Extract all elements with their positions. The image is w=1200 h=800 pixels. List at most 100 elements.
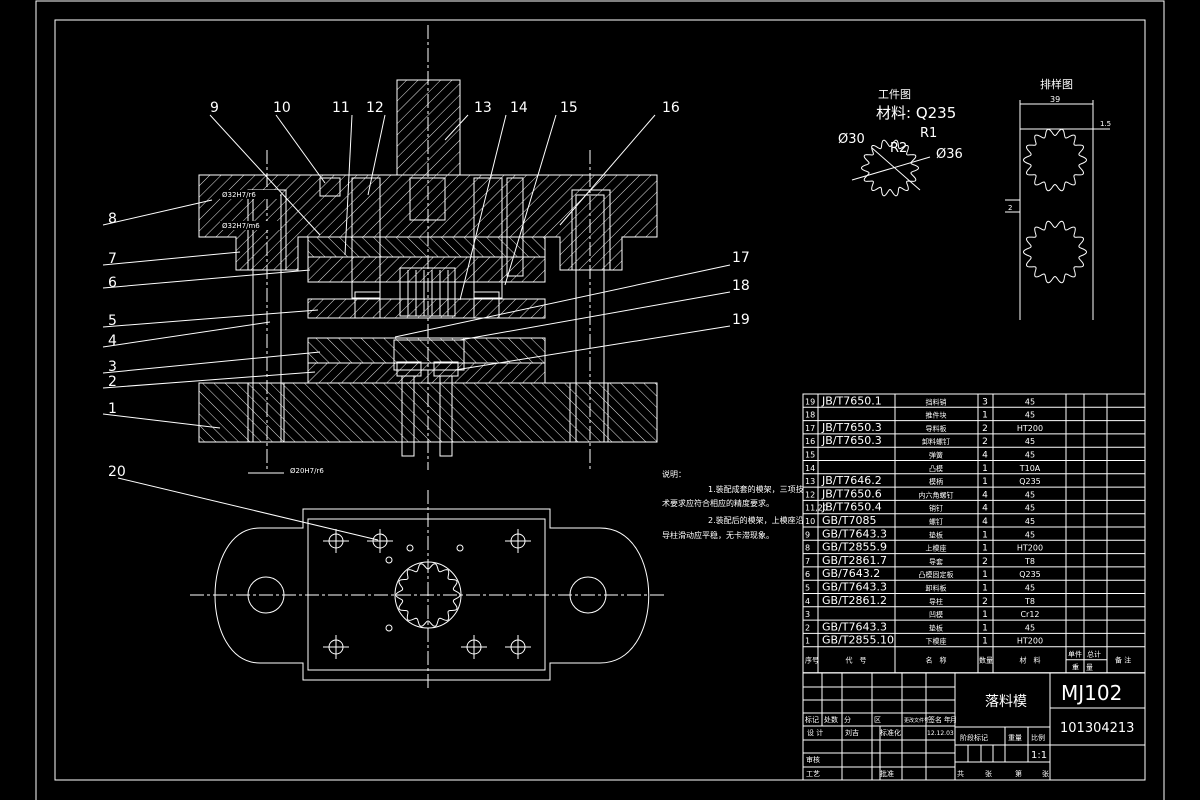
drawing-number: MJ102 bbox=[1061, 681, 1122, 705]
bom-header-no: 序号 bbox=[805, 656, 819, 665]
upper-die-base bbox=[198, 174, 658, 271]
bom-header-weight: 重 量 bbox=[1072, 664, 1093, 672]
bom-no: 2 bbox=[805, 623, 810, 632]
bom-qty: 4 bbox=[982, 490, 988, 500]
balloon: 13 bbox=[474, 100, 492, 116]
bom-header-code: 代 号 bbox=[846, 656, 867, 665]
plan-view bbox=[190, 490, 665, 690]
bom-qty: 1 bbox=[982, 623, 988, 633]
bom-name: 推件块 bbox=[926, 411, 947, 420]
strip-blank bbox=[1022, 220, 1088, 284]
balloon: 12 bbox=[366, 100, 384, 116]
design-label: 设 计 bbox=[807, 728, 823, 737]
bom-code: GB/T7643.3 bbox=[822, 527, 887, 540]
bom-code: GB/T2855.9 bbox=[822, 541, 887, 554]
die-backing bbox=[307, 362, 546, 384]
bom-qty: 1 bbox=[982, 637, 988, 647]
bom-header-qty: 数量 bbox=[979, 656, 993, 665]
bom-name: 导套 bbox=[929, 557, 943, 566]
stage-label: 阶段标记 bbox=[960, 733, 988, 742]
bom-qty: 2 bbox=[982, 437, 988, 447]
bom-mat: 45 bbox=[1025, 623, 1035, 632]
pin-hole bbox=[456, 544, 464, 552]
bom-no: 1 bbox=[805, 637, 810, 646]
balloon: 10 bbox=[273, 100, 291, 116]
bom-name: 销钉 bbox=[929, 504, 943, 513]
bom-code: GB/T7643.3 bbox=[822, 620, 887, 633]
note-1b: 术要求应符合相应的精度要求。 bbox=[662, 498, 774, 508]
rev-header: 分 bbox=[844, 715, 851, 724]
bom-code: GB/T7085 bbox=[822, 514, 877, 527]
bom-header-mat: 材 料 bbox=[1020, 656, 1041, 665]
bom-mat: 45 bbox=[1025, 504, 1035, 513]
scale-value: 1:1 bbox=[1031, 750, 1047, 761]
dim-gap: 1.5 bbox=[1100, 120, 1111, 128]
bom-name: 弹簧 bbox=[929, 451, 943, 460]
bom-mat: 45 bbox=[1025, 451, 1035, 460]
bom-mat: 45 bbox=[1025, 397, 1035, 406]
designer-name: 刘吉 bbox=[845, 728, 859, 737]
bom-no: 9 bbox=[805, 530, 810, 539]
lower-die-base bbox=[198, 382, 658, 443]
shank bbox=[396, 79, 461, 176]
leader-lines bbox=[102, 114, 731, 541]
outer-frame bbox=[35, 0, 1165, 800]
balloon: 8 bbox=[108, 211, 117, 227]
sheet-label: 张 bbox=[985, 769, 992, 778]
rev-header: 标记 bbox=[805, 715, 819, 724]
bom-header-name: 名 称 bbox=[926, 656, 947, 665]
scale-label: 比例 bbox=[1031, 733, 1045, 742]
bom-no: 6 bbox=[805, 570, 810, 579]
sheet-label: 第 bbox=[1015, 769, 1022, 778]
balloon: 17 bbox=[732, 250, 750, 266]
balloon: 16 bbox=[662, 100, 680, 116]
dim-d30: Ø30 bbox=[838, 132, 865, 147]
bom-qty: 1 bbox=[982, 584, 988, 594]
balloon: 19 bbox=[732, 312, 750, 328]
bom-name: 卸料板 bbox=[926, 584, 947, 593]
bom-name: 内六角螺钉 bbox=[919, 490, 954, 499]
bom-no: 11,20 bbox=[805, 504, 828, 513]
note-2b: 导柱滑动应平稳，无卡滞现象。 bbox=[662, 530, 774, 540]
stripper-plate bbox=[307, 298, 546, 319]
bom-code: GB/T7643.3 bbox=[822, 581, 887, 594]
fit-label: Ø32H7/r6 bbox=[222, 191, 256, 199]
bom-qty: 2 bbox=[982, 557, 988, 567]
balloon: 15 bbox=[560, 100, 578, 116]
die bbox=[307, 337, 546, 364]
bom-name: 凹模 bbox=[929, 610, 943, 619]
bom-mat: 45 bbox=[1025, 437, 1035, 446]
layout-title: 排样图 bbox=[1040, 77, 1073, 91]
dim-width: 39 bbox=[1050, 95, 1060, 104]
bom-mat: 45 bbox=[1025, 584, 1035, 593]
bom-no: 4 bbox=[805, 597, 810, 606]
rev-header: 月 bbox=[950, 716, 957, 724]
balloon: 7 bbox=[108, 251, 117, 267]
date-value: 12.12.03 bbox=[927, 730, 954, 737]
workpiece-profile bbox=[860, 139, 920, 197]
bom-mat: HT200 bbox=[1017, 424, 1043, 433]
bom-no: 15 bbox=[805, 451, 815, 460]
check-label: 审核 bbox=[806, 755, 820, 764]
bom-mat: 45 bbox=[1025, 490, 1035, 499]
bom-no: 7 bbox=[805, 557, 810, 566]
bom-mat: T8 bbox=[1024, 597, 1035, 606]
bom-code: JB/T7646.2 bbox=[821, 474, 882, 487]
balloon: 18 bbox=[732, 278, 750, 294]
bom-mat: HT200 bbox=[1017, 544, 1043, 553]
bom-qty: 4 bbox=[982, 504, 988, 514]
bom-code: GB/T2861.2 bbox=[822, 594, 887, 607]
student-number: 101304213 bbox=[1060, 721, 1134, 736]
bom-qty: 2 bbox=[982, 424, 988, 434]
